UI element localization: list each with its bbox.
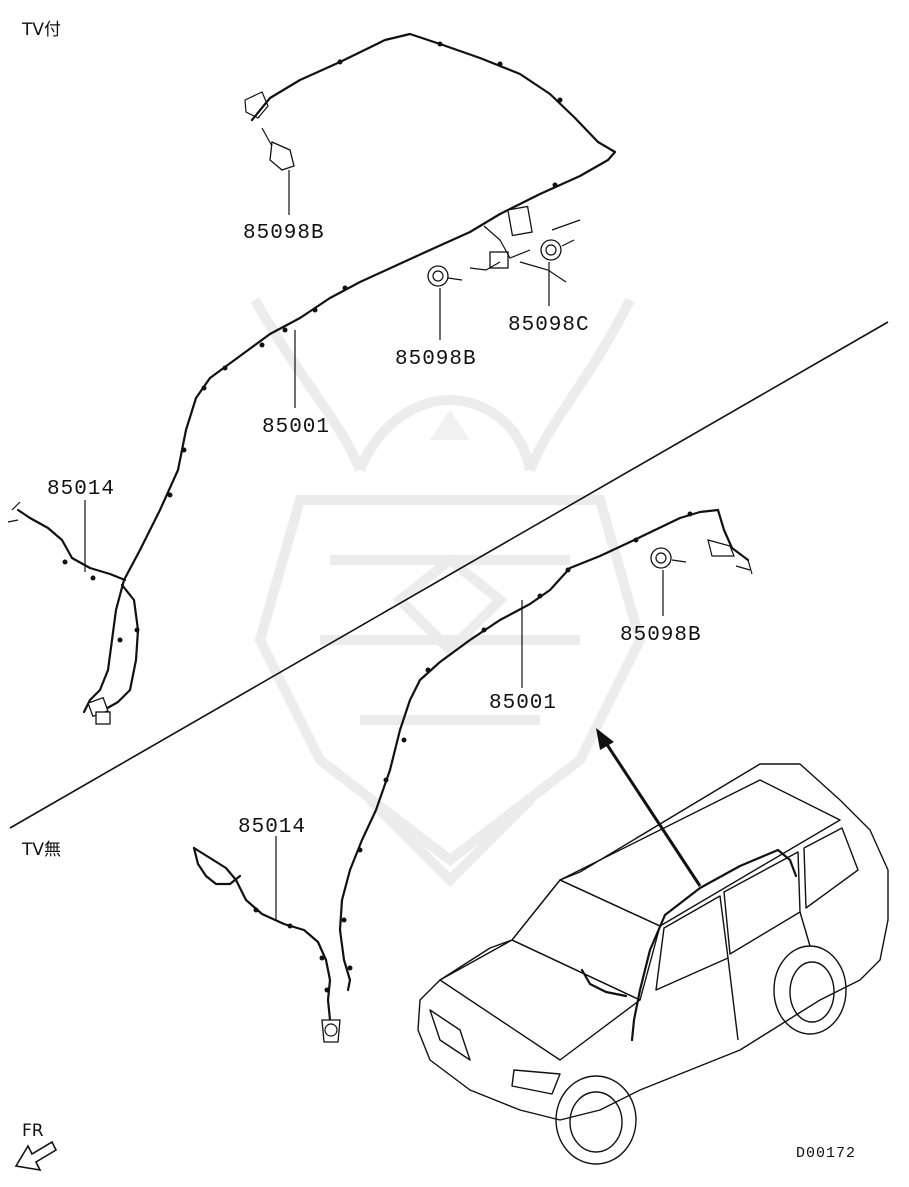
part-label-85098C: 85098C <box>508 314 590 337</box>
front-direction-label: FR <box>22 1121 44 1141</box>
section-divider <box>9 321 889 829</box>
section-label-with-tv: TV付 <box>21 20 61 40</box>
part-label-85014-top: 85014 <box>47 478 115 501</box>
grommet-85098B-bottom <box>650 547 687 569</box>
part-label-85014-bottom: 85014 <box>238 816 306 839</box>
grommet-85098B-top-b <box>427 265 463 287</box>
pointer-arrow <box>596 728 702 887</box>
part-label-85001-top: 85001 <box>262 416 330 439</box>
bottom-front-harness-85014 <box>192 846 341 1043</box>
grommet-85098B-top-a <box>261 127 295 171</box>
diagram-code: D00172 <box>796 1145 856 1162</box>
grommet-85098C <box>540 239 575 261</box>
vehicle-illustration <box>417 763 889 1165</box>
front-direction-arrow-icon <box>14 1140 58 1172</box>
watermark-emblem <box>250 297 646 888</box>
part-label-85001-bottom: 85001 <box>489 692 557 715</box>
section-label-without-tv: TV無 <box>21 840 61 860</box>
part-label-85098B-top-a: 85098B <box>243 222 325 245</box>
part-label-85098B-top-b: 85098B <box>395 348 477 371</box>
bottom-roof-harness-85001 <box>338 508 753 992</box>
top-roof-harness-85001 <box>7 32 617 725</box>
part-label-85098B-bottom: 85098B <box>620 624 702 647</box>
